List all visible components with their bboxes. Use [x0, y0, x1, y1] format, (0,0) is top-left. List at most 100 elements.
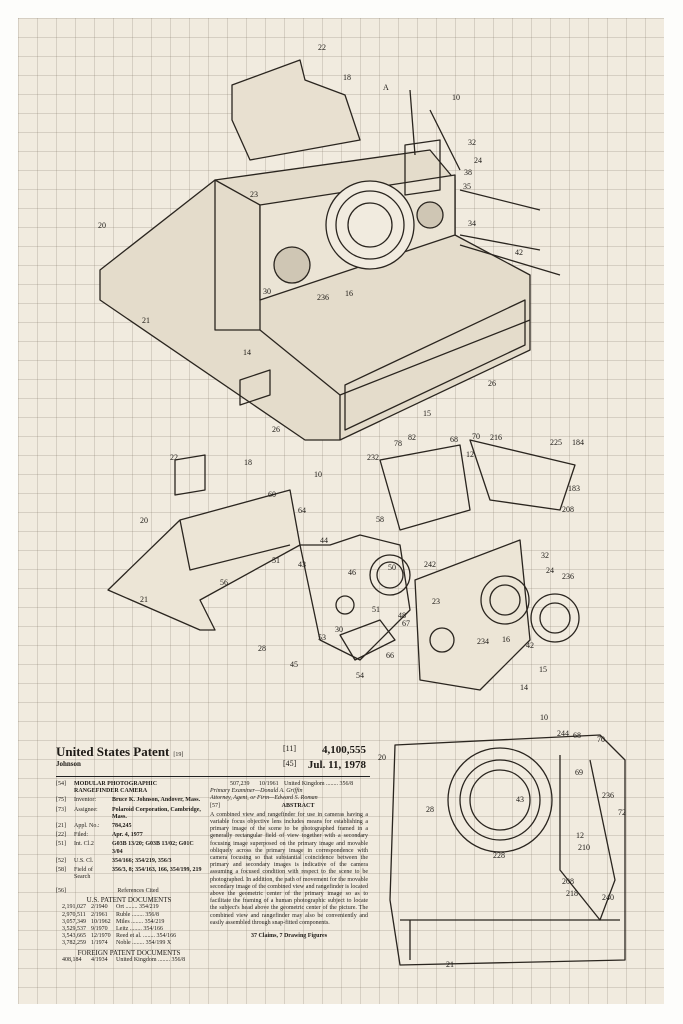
reference-numeral: 48: [398, 611, 406, 620]
reference-numeral: A: [383, 83, 389, 92]
reference-numeral: 216: [490, 433, 502, 442]
references-title: References Cited: [117, 888, 159, 894]
figure-2-exploded-drawing: [107, 439, 580, 691]
field-label: Int. Cl.2: [74, 841, 94, 848]
doc-cell: 3,529,537: [62, 926, 86, 933]
reference-numeral: 21: [446, 960, 454, 969]
reference-numeral: 45: [290, 660, 298, 669]
office-name: United States Patent: [56, 744, 170, 759]
date-code: [45]: [283, 759, 297, 768]
reference-numeral: 51: [372, 605, 380, 614]
doc-cell: 2/1961: [91, 911, 108, 918]
reference-numeral: 28: [426, 805, 434, 814]
reference-numeral: 43: [298, 560, 306, 569]
reference-numeral: 67: [402, 619, 410, 628]
reference-numeral: 10: [540, 713, 548, 722]
references-code: [56]: [56, 888, 66, 894]
reference-numeral: 15: [539, 665, 547, 674]
biblio-field: [21]Appl. No.:784,245: [56, 823, 202, 830]
reference-numeral: 46: [348, 568, 356, 577]
reference-numeral: 20: [140, 516, 148, 525]
doc-cell: 2,191,027: [62, 904, 86, 911]
doc-date: 10/1961: [259, 781, 279, 787]
reference-numeral: 12: [576, 831, 584, 840]
reference-numeral: 210: [578, 843, 590, 852]
reference-numeral: 22: [170, 453, 178, 462]
reference-numeral: 23: [432, 597, 440, 606]
reference-numeral: 228: [493, 851, 505, 860]
reference-numeral: 208: [562, 877, 574, 886]
field-code: [52]: [56, 857, 66, 864]
abstract-code: [57]: [210, 802, 220, 809]
field-value: 784,245: [112, 823, 132, 830]
reference-numeral: 218: [566, 889, 578, 898]
header-rule: [56, 776, 370, 777]
field-label: Field of Search: [74, 867, 93, 881]
abstract-title: ABSTRACT: [281, 802, 315, 809]
reference-numeral: 60: [268, 490, 276, 499]
reference-numeral: 20: [98, 221, 106, 230]
biblio-field: [73] Assignee: Polaroid Corporation, Cambr…: [56, 807, 202, 821]
field-value: Polaroid Corporation, Cambridge, Mass.: [112, 806, 201, 820]
reference-numeral: 58: [376, 515, 384, 524]
field-label: Assignee:: [74, 806, 98, 813]
biblio-field: [75]Inventor:Bruce K. Johnson, Andover, …: [56, 797, 202, 804]
reference-numeral: 18: [343, 73, 351, 82]
field-code: [22]: [56, 832, 66, 839]
reference-numeral: 22: [318, 43, 326, 52]
reference-numeral: 54: [356, 671, 364, 680]
number-code: [11]: [283, 744, 297, 753]
field-code: [58]: [56, 867, 66, 874]
reference-numeral: 208: [562, 505, 574, 514]
biblio-field: [54]MODULAR PHOTOGRAPHIC RANGEFINDER CAM…: [56, 781, 202, 795]
doc-detail: United Kingdom ........ 356/8: [284, 781, 354, 787]
reference-numeral: 15: [423, 409, 431, 418]
reference-numeral: 82: [408, 433, 416, 442]
doc-cell: Leitz ........ 354/166: [116, 926, 163, 933]
reference-numeral: 10: [452, 93, 460, 102]
reference-numeral: 50: [388, 563, 396, 572]
field-code: [51]: [56, 841, 66, 848]
reference-numeral: 32: [468, 138, 476, 147]
reference-numeral: 242: [424, 560, 436, 569]
doc-cell: Ort ........ 354/219: [116, 904, 159, 911]
reference-numeral: 53: [318, 633, 326, 642]
doc-detail: United Kingdom ........ 356/8: [116, 956, 186, 963]
reference-numeral: 244: [557, 729, 569, 738]
foreign-doc-row: 507,239 10/1961 United Kingdom ........ 35…: [230, 781, 368, 788]
abstract-text: A combined view and rangefinder for use …: [210, 811, 368, 926]
reference-numeral: 70: [597, 735, 605, 744]
doc-cell: 3,543,665: [62, 933, 86, 940]
attorney: Attorney, Agent, or Firm—Edward S. Roman: [210, 795, 318, 802]
reference-numeral: 38: [464, 168, 472, 177]
reference-numeral: 184: [572, 438, 584, 447]
reference-numeral: 56: [220, 578, 228, 587]
reference-numeral: 23: [250, 190, 258, 199]
field-label: Appl. No.:: [74, 823, 100, 830]
reference-numeral: 42: [515, 248, 523, 257]
figure-1-camera-drawing: [99, 59, 561, 441]
reference-numeral: 64: [298, 506, 306, 515]
field-code: [73]: [56, 806, 66, 813]
reference-numeral: 32: [541, 551, 549, 560]
figure-3-side-drawing: [389, 734, 626, 966]
reference-numeral: 69: [575, 768, 583, 777]
reference-numeral: 225: [550, 438, 562, 447]
patent-number: 4,100,555: [322, 744, 366, 756]
reference-numeral: 44: [320, 536, 328, 545]
doc-cell: 1/1974: [91, 940, 108, 947]
reference-numeral: 35: [463, 182, 471, 191]
biblio-field: [22]Filed:Apr. 4, 1977: [56, 832, 202, 839]
abstract-column: 507,239 10/1961 United Kingdom ........ 35…: [210, 781, 368, 940]
primary-examiner: Primary Examiner—Donald A. Griffin: [210, 788, 303, 795]
reference-numeral: 14: [243, 348, 251, 357]
doc-number: 507,239: [230, 781, 250, 787]
inventor-surname: Johnson: [56, 760, 81, 768]
field-label: U.S. Cl.: [74, 857, 94, 864]
office-code: [19]: [173, 752, 184, 758]
foreign-docs-title: FOREIGN PATENT DOCUMENTS: [77, 948, 181, 957]
